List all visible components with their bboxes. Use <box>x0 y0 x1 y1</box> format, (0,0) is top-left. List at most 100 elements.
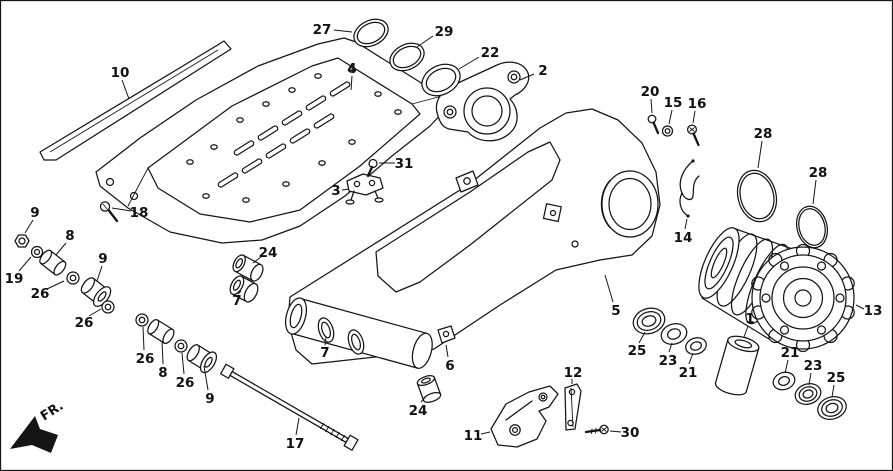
leader-line-24 <box>252 256 262 264</box>
leader-line-30 <box>609 430 622 433</box>
bushing-24-right <box>416 375 442 403</box>
leader-line-25 <box>831 384 835 398</box>
leader-line-8 <box>55 242 67 256</box>
part-label-31: 31 <box>395 156 414 172</box>
part-label-26: 26 <box>136 351 155 367</box>
bolt-part-20 <box>647 114 660 135</box>
stay-plate-part-12 <box>564 383 582 431</box>
part-label-4: 4 <box>347 61 356 77</box>
hub-part-13 <box>698 227 855 353</box>
leader-line-19 <box>18 256 32 272</box>
leader-line-14 <box>684 218 688 230</box>
part-label-1: 1 <box>745 311 754 327</box>
part-label-6: 6 <box>445 358 454 374</box>
leader-line-21 <box>688 352 694 365</box>
leader-line-4 <box>350 75 353 91</box>
part-label-25: 25 <box>628 343 647 359</box>
part-label-22: 22 <box>481 45 500 61</box>
leader-line-3 <box>341 188 350 191</box>
leader-line-9 <box>96 265 103 282</box>
leader-line-9 <box>24 219 34 234</box>
bolt-part-30 <box>584 424 609 435</box>
leader-line-5 <box>604 274 614 303</box>
part-label-11: 11 <box>464 428 483 444</box>
part-label-25: 25 <box>827 370 846 386</box>
part-label-24: 24 <box>259 245 278 261</box>
leader-line-26 <box>142 326 145 351</box>
leader-line-7 <box>237 290 242 295</box>
part-label-17: 17 <box>286 436 305 452</box>
oring-28-right <box>795 205 829 249</box>
part-label-20: 20 <box>641 84 660 100</box>
leader-line-22 <box>458 56 480 70</box>
part-label-28: 28 <box>809 165 828 181</box>
clip-part-6 <box>437 325 456 344</box>
bracket-part-2 <box>435 61 530 142</box>
part-label-15: 15 <box>664 95 683 111</box>
part-label-13: 13 <box>864 303 883 319</box>
part-label-21: 21 <box>781 345 800 361</box>
part-label-23: 23 <box>659 353 678 369</box>
leader-line-26 <box>181 352 185 375</box>
leader-lines <box>18 29 865 436</box>
part-label-5: 5 <box>611 303 620 319</box>
leader-line-29 <box>416 35 434 48</box>
fr-arrow-icon <box>10 416 58 453</box>
part-label-8: 8 <box>158 365 167 381</box>
part-label-9: 9 <box>205 391 214 407</box>
leader-line-10 <box>121 79 130 100</box>
part-label-12: 12 <box>564 365 583 381</box>
part-label-14: 14 <box>674 230 693 246</box>
chain-slider-part-11 <box>490 385 559 448</box>
part-label-9: 9 <box>98 251 107 267</box>
leader-line-8 <box>161 340 164 365</box>
leader-line-2 <box>519 73 535 81</box>
leader-line-9 <box>203 365 209 391</box>
swingarm-part-5 <box>284 108 661 369</box>
oring-part-29 <box>389 42 425 72</box>
leader-line-23 <box>808 372 812 386</box>
part-label-27: 27 <box>313 22 332 38</box>
oring-part-27 <box>353 18 389 48</box>
part-label-26: 26 <box>176 375 195 391</box>
leader-line-18 <box>111 207 132 212</box>
fr-label: FR. <box>38 399 66 425</box>
leader-line-11 <box>480 431 491 435</box>
part-label-30: 30 <box>621 425 640 441</box>
leader-line-15 <box>668 109 673 125</box>
leader-line-1 <box>743 325 749 338</box>
bushing-chain-lower-left <box>135 313 218 374</box>
seal-ring-part-22 <box>421 63 461 97</box>
pivot-bolt-part-17 <box>219 363 359 451</box>
leader-line-25 <box>638 331 646 344</box>
part-label-18: 18 <box>130 205 149 221</box>
part-label-9: 9 <box>30 205 39 221</box>
leader-line-28 <box>812 179 817 205</box>
part-label-16: 16 <box>688 96 707 112</box>
leader-line-24 <box>420 395 427 403</box>
leader-line-17 <box>295 417 300 436</box>
bolt-part-31 <box>366 158 378 178</box>
leader-line-27 <box>333 29 353 33</box>
collar-part-1 <box>714 335 760 396</box>
leader-line-26 <box>88 308 102 317</box>
nut-part-15 <box>661 125 674 137</box>
leader-line-20 <box>650 98 653 114</box>
bolt-part-18 <box>99 201 119 223</box>
leader-line-21 <box>784 359 789 374</box>
part-label-7: 7 <box>232 293 241 309</box>
part-label-23: 23 <box>804 358 823 374</box>
fr-direction-indicator: FR. <box>10 399 66 453</box>
spring-clip-part-14 <box>679 159 700 218</box>
bracket-part-3 <box>345 173 384 205</box>
bearing-stack-right <box>772 371 847 421</box>
screw-part-16 <box>686 124 700 147</box>
part-label-3: 3 <box>331 183 340 199</box>
leader-line-7 <box>324 336 327 346</box>
part-label-24: 24 <box>409 403 428 419</box>
part-label-19: 19 <box>5 271 24 287</box>
part-label-26: 26 <box>31 286 50 302</box>
leader-line-6 <box>445 344 449 358</box>
leader-line-23 <box>668 342 673 353</box>
